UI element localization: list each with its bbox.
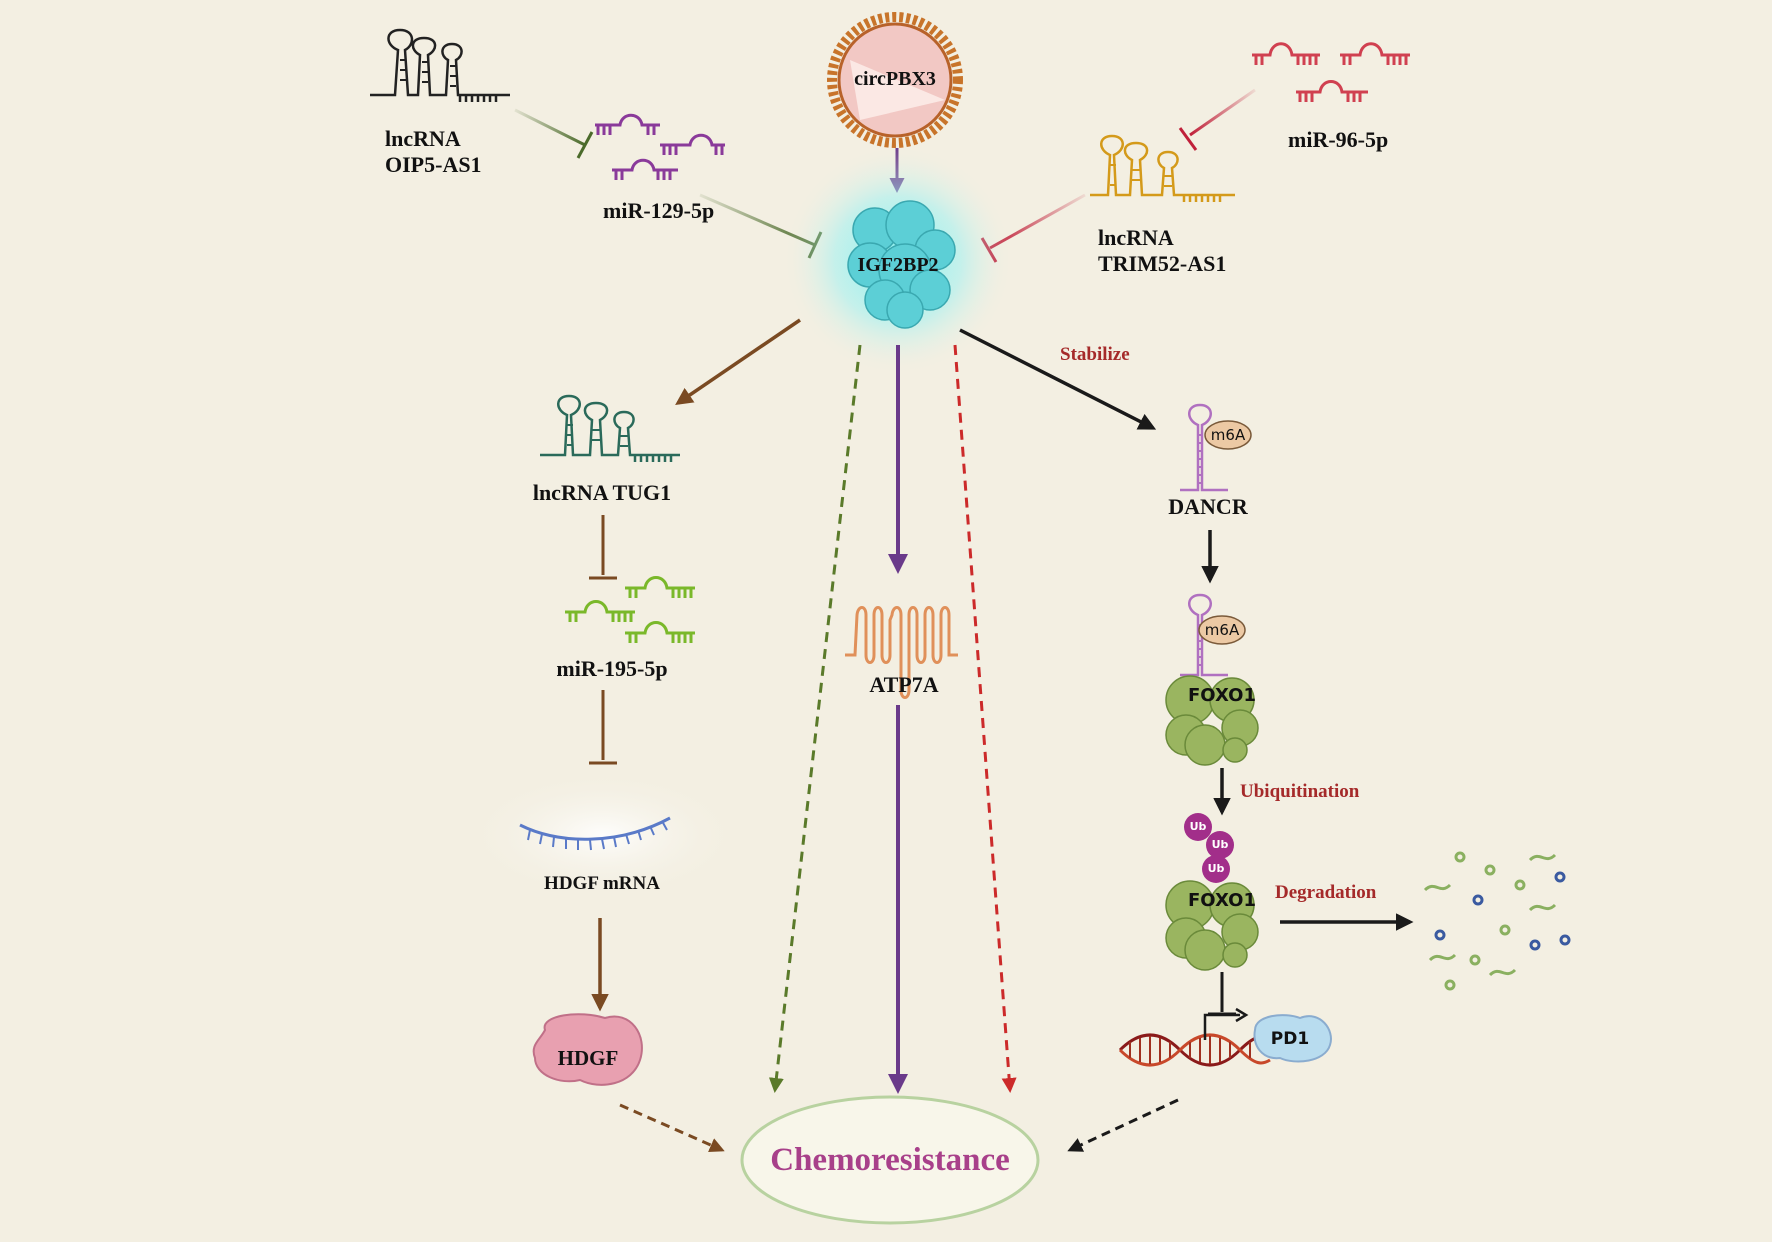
- oip5-as1-rna-icon: [370, 28, 510, 102]
- pd1-label: PD1: [1270, 1029, 1310, 1049]
- ub-label-1: Ub: [1189, 820, 1207, 833]
- mir-96-5p-icon: [1252, 42, 1410, 102]
- hdgf-mrna-label: HDGF mRNA: [544, 873, 660, 894]
- foxo1-label-1: FOXO1: [1187, 685, 1257, 706]
- ub-ball-3: [1202, 855, 1230, 883]
- igf2bp2-label: IGF2BP2: [857, 254, 939, 276]
- mir96-label: miR-96-5p: [1288, 127, 1389, 152]
- mir96-inhibits-trim52: [1189, 88, 1256, 137]
- tug1-rna-icon: [540, 394, 680, 462]
- chemoresistance-label: Chemoresistance: [770, 1141, 1010, 1178]
- oip5-inhibits-mir129: [514, 108, 586, 147]
- stabilize-label: Stabilize: [1060, 344, 1130, 365]
- degraded-fragments: [1423, 851, 1571, 991]
- trim52-as1-label: lncRNA TRIM52-AS1: [1098, 225, 1227, 276]
- hdgf-to-chemo-arrow: [619, 1103, 725, 1153]
- foxo1-protein-icon-2: [1165, 880, 1259, 971]
- m6a-label-2: m6A: [1204, 621, 1240, 639]
- pd1-to-chemo-arrow: [1067, 1098, 1179, 1152]
- mir195-label: miR-195-5p: [556, 656, 668, 681]
- inhibit-bar: [576, 131, 594, 159]
- tug1-label: lncRNA TUG1: [532, 480, 672, 505]
- ub-ball-2: [1206, 831, 1234, 859]
- m6a-badge-1: [1204, 420, 1252, 450]
- foxo1-label-2: FOXO1: [1187, 890, 1257, 911]
- dna-helix-icon: [1118, 1007, 1271, 1067]
- mir-195-5p-icon: [565, 576, 695, 643]
- mir-129-5p-icon: [595, 113, 725, 180]
- igf2bp2-dashed-red-arrow: [953, 344, 1017, 1093]
- circpbx3-label: circPBX3: [854, 68, 936, 90]
- hdgf-label: HDGF: [557, 1046, 619, 1070]
- m6a-badge-2: [1198, 615, 1246, 645]
- ub-ball-1: [1184, 813, 1212, 841]
- ub-label-2: Ub: [1211, 838, 1229, 851]
- atp7a-icon: [845, 606, 958, 699]
- hdgf-mrna-glow: [463, 770, 743, 900]
- m6a-label-1: m6A: [1210, 426, 1246, 444]
- atp7a-label: ATP7A: [869, 672, 939, 697]
- pd1-protein-icon: [1253, 1014, 1332, 1063]
- mir129-label: miR-129-5p: [603, 198, 715, 223]
- inhibit-bar: [1178, 127, 1198, 151]
- oip5-as1-label: lncRNA OIP5-AS1: [385, 126, 482, 177]
- igf2bp2-dashed-green-arrow: [768, 344, 862, 1093]
- foxo1-protein-icon-1: [1165, 675, 1259, 766]
- ub-label-3: Ub: [1207, 862, 1225, 875]
- igf2bp2-to-dancr-arrow: [959, 328, 1157, 430]
- degradation-label: Degradation: [1275, 882, 1377, 903]
- dancr-rna-icon: [1180, 403, 1228, 492]
- chemoresistance-ellipse: [740, 1095, 1040, 1225]
- igf2bp2-to-tug1-arrow: [675, 318, 801, 405]
- hdgf-mrna-icon: [519, 816, 671, 851]
- trim52-as1-rna-icon: [1090, 134, 1235, 202]
- ubiquitination-label: Ubiquitination: [1240, 781, 1360, 802]
- dancr-label: DANCR: [1168, 494, 1248, 519]
- hdgf-protein-icon: [532, 1013, 643, 1086]
- igf2bp2-protein-icon: [847, 200, 956, 329]
- circpbx3-icon: [827, 12, 963, 148]
